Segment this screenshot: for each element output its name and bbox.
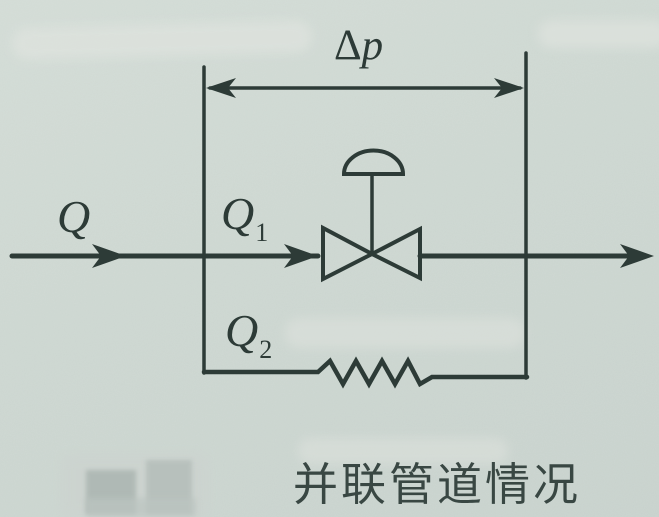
total-flow-label: Q: [57, 191, 91, 242]
pressure-drop-label: Δp: [334, 24, 383, 67]
delta-p-dimension-arrow: [206, 78, 524, 98]
pressure-tap-lines: [202, 51, 528, 380]
delta-symbol: Δ: [334, 22, 362, 69]
valve-branch-flow-subscript: 1: [255, 218, 269, 247]
valve-right-body: [367, 225, 422, 282]
valve-left-body: [321, 224, 377, 283]
diaphragm-actuator-icon: [341, 148, 406, 176]
bypass-branch-flow-base: Q: [225, 305, 259, 356]
flow-direction-arrow-icon: [92, 244, 126, 268]
resistance-zigzag-icon: [201, 356, 530, 389]
pressure-variable: p: [361, 22, 384, 69]
bypass-branch-flow-label: Q2: [225, 305, 272, 363]
main-pipe: [9, 244, 654, 268]
valve-branch-flow-label: Q1: [221, 188, 268, 246]
flow-direction-arrow-icon: [284, 244, 318, 268]
valve-branch-flow-base: Q: [221, 188, 255, 239]
figure-caption: 并联管道情况: [293, 460, 582, 510]
flow-direction-arrow-icon: [620, 244, 654, 268]
bypass-branch: [201, 356, 530, 389]
control-valve-icon: [321, 148, 422, 283]
bypass-branch-flow-subscript: 2: [259, 335, 273, 364]
